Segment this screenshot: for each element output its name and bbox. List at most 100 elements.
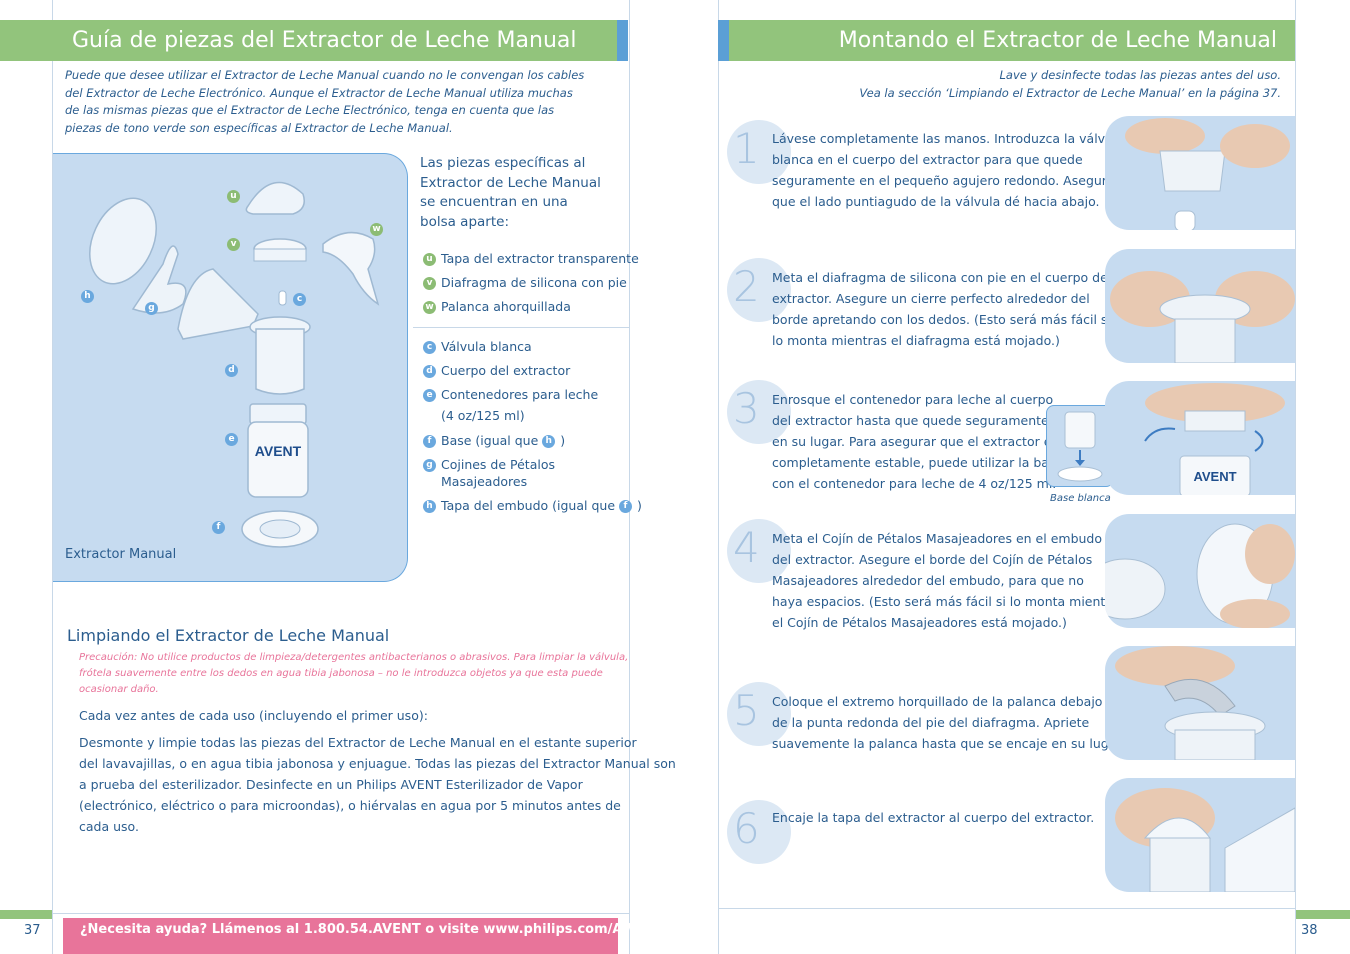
legend-badge: d (423, 365, 436, 378)
step-line: blanca en el cuerpo del extractor para q… (772, 152, 1083, 167)
step-line: borde apretando con los dedos. (Esto ser… (772, 312, 1111, 327)
step-line: de la punta redonda del pie del diafragm… (772, 715, 1090, 730)
legend-badge: u (423, 253, 436, 266)
diagram-label-v: v (227, 238, 240, 251)
step-number: 4 (733, 523, 760, 572)
step1-illustration (1125, 118, 1290, 230)
legend-close: ) (560, 433, 566, 448)
diagram-label-d: d (225, 364, 238, 377)
right-page-title: Montando el Extractor de Leche Manual (838, 28, 1277, 53)
legend-label: Base (igual que (441, 433, 543, 448)
legend-label: Válvula blanca (441, 339, 532, 354)
step-line: que el lado puntiagudo de la válvula dé … (772, 194, 1100, 209)
heading-line: se encuentran en una (420, 194, 568, 210)
body-line: Desmonte y limpie todas las piezas del E… (79, 735, 637, 750)
body-line: (electrónico, eléctrico o para microonda… (79, 798, 621, 813)
right-title-banner: Montando el Extractor de Leche Manual (729, 20, 1295, 61)
diagram-label-c: c (293, 293, 306, 306)
diagram-label-f: f (212, 521, 225, 534)
legend-ref-badge: f (618, 500, 632, 513)
body-line: del lavavajillas, o en agua tibia jabono… (79, 756, 676, 771)
step-line: el Cojín de Pétalos Masajeadores está mo… (772, 615, 1067, 630)
body-line: cada uso. (79, 819, 139, 834)
step-photo (1105, 514, 1295, 628)
step-text: Coloque el extremo horquillado de la pal… (772, 691, 1124, 754)
caution-line: ocasionar daño. (79, 684, 159, 695)
intro-line: Puede que desee utilizar el Extractor de… (65, 68, 585, 82)
step-line: Coloque el extremo horquillado de la pal… (772, 694, 1103, 709)
legend-ref-badge: h (542, 435, 556, 448)
legend-label: Diafragma de silicona con pie (441, 275, 627, 290)
step-line: extractor. Asegure un cierre perfecto al… (772, 291, 1090, 306)
page-number-right: 38 (1301, 923, 1318, 938)
step-line: con el contenedor para leche de 4 oz/125… (772, 476, 1057, 491)
right-intro: Lave y desinfecte todas las piezas antes… (859, 67, 1281, 102)
step-text: Encaje la tapa del extractor al cuerpo d… (772, 807, 1094, 828)
step-line: Lávese completamente las manos. Introduz… (772, 131, 1125, 146)
step-photo (1105, 249, 1295, 363)
step-line: del extractor hasta que quede segurament… (772, 413, 1049, 428)
legend-label: Tapa del extractor transparente (441, 251, 639, 266)
step6-illustration (1115, 788, 1295, 892)
step-line: Masajeadores alrededor del embudo, para … (772, 573, 1084, 588)
base-inset-illustration (1057, 411, 1103, 482)
step-photo (1105, 116, 1295, 230)
step-line: del extractor. Asegure el borde del Cojí… (772, 552, 1093, 567)
intro-line: del Extractor de Leche Electrónico. Aunq… (65, 85, 573, 100)
left-page-right-rule (629, 0, 630, 954)
step-number: 6 (733, 804, 760, 853)
left-title-banner: Guía de piezas del Extractor de Leche Ma… (0, 20, 617, 61)
legend-badge: w (423, 301, 436, 314)
diagram-label-u: u (227, 190, 240, 203)
step-line: Meta el diafragma de silicona con pie en… (772, 270, 1112, 285)
step-number-badge: 4 (727, 519, 791, 583)
cleaning-caution: Precaución: No utilice productos de limp… (79, 650, 628, 698)
right-footer-rule (718, 908, 1295, 909)
parts-illustration: AVENT (89, 181, 380, 548)
parts-legend-item: v Diafragma de silicona con pie (423, 274, 627, 292)
step-line: Encaje la tapa del extractor al cuerpo d… (772, 810, 1095, 825)
step3-illustration: AVENT (1144, 383, 1285, 495)
step-number-badge: 6 (727, 800, 791, 864)
base-inset-image (1046, 405, 1114, 487)
step-number-badge: 1 (727, 120, 791, 184)
legend-close: ) (636, 498, 642, 513)
left-page-title: Guía de piezas del Extractor de Leche Ma… (72, 28, 577, 53)
base-inset-caption: Base blanca (1050, 493, 1111, 504)
right-banner-edge (718, 20, 729, 61)
step-number-badge: 2 (727, 258, 791, 322)
diagram-label-g: g (145, 302, 158, 315)
right-page-right-rule (1295, 0, 1296, 954)
step3-avent-logo: AVENT (1193, 469, 1236, 484)
cleaning-body: Desmonte y limpie todas las piezas del E… (79, 732, 676, 837)
diagram-label-h: h (81, 290, 94, 303)
intro-line: Lave y desinfecte todas las piezas antes… (999, 68, 1281, 82)
step-photo: AVENT (1105, 381, 1295, 495)
step-number: 5 (733, 686, 760, 735)
legend-badge: v (423, 277, 436, 290)
right-footer-green-bar (1296, 910, 1350, 919)
left-intro: Puede que desee utilizar el Extractor de… (65, 67, 584, 137)
legend-badge: f (423, 435, 436, 448)
diagram-label-e: e (225, 433, 238, 446)
heading-line: Extractor de Leche Manual (420, 174, 601, 191)
step-number: 2 (733, 262, 760, 311)
intro-line: piezas de tono verde son específicas al … (65, 120, 453, 135)
step-line: Meta el Cojín de Pétalos Masajeadores en… (772, 531, 1103, 546)
left-footer-green-bar (0, 910, 52, 919)
parts-legend-item: u Tapa del extractor transparente (423, 250, 639, 268)
intro-line: Vea la sección ‘Limpiando el Extractor d… (859, 85, 1281, 100)
left-footer-rule (52, 913, 629, 914)
parts-diagram-panel: AVENT u v w h g c d e f Extractor Manual (53, 153, 408, 582)
left-page-left-rule (52, 0, 53, 954)
legend-label-cont: Masajeadores (441, 474, 528, 489)
help-footer-text: ¿Necesita ayuda? Llámenos al 1.800.54.AV… (80, 922, 661, 937)
step-number-badge: 5 (727, 682, 791, 746)
step-line: Enrosque el contenedor para leche al cue… (772, 392, 1054, 407)
diagram-caption: Extractor Manual (65, 547, 177, 562)
step5-illustration (1115, 646, 1266, 760)
step-line: suavemente la palanca hasta que se encaj… (772, 736, 1125, 751)
